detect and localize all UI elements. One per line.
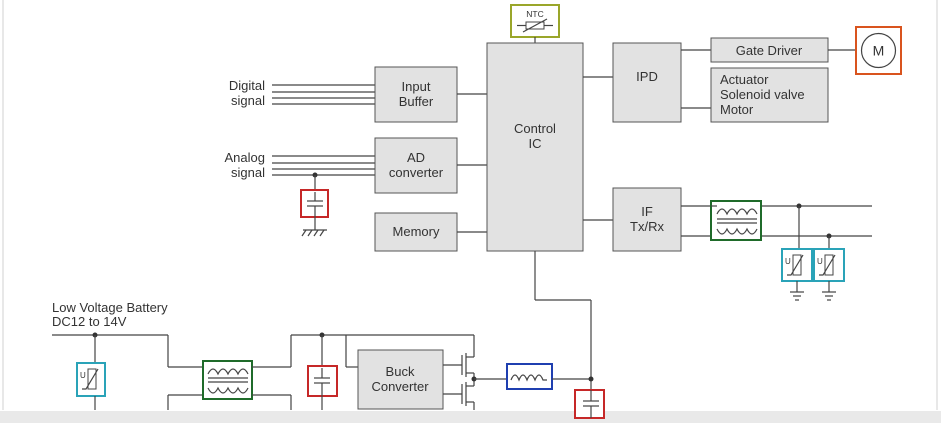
output-capacitor [574,389,605,419]
analog-signal-lines [272,155,375,176]
gate-driver-label: Gate Driver [736,43,803,58]
left-block-links [457,93,487,233]
ic-supply-line [534,251,594,390]
digital-signal-line1: Digital [229,78,265,93]
ad-converter-label-line1: AD [407,150,425,165]
battery-label: Low Voltage Battery DC12 to 14V [52,300,168,329]
bottom-band [0,411,941,423]
control-ic-label-line1: Control [514,121,556,136]
bus-common-mode-choke [710,200,762,241]
gate-driver-block [710,37,829,63]
analog-signal-label: Analog signal [225,150,266,180]
if-label-line2: Tx/Rx [630,219,664,234]
input-buffer-block [374,66,458,123]
bulk-capacitor [307,332,338,410]
analog-filter-capacitor [300,172,329,237]
power-common-mode-choke [202,360,253,400]
memory-block [374,212,458,252]
actuator-label-line2: Solenoid valve [720,87,805,102]
control-ic-block [486,42,584,252]
input-varistor: U [76,332,106,410]
output-inductor [506,363,553,390]
ipd-label: IPD [636,69,658,84]
actuator-label-line1: Actuator [720,72,769,87]
bus-varistor-1: U [781,203,813,301]
if-txrx-block [612,187,682,252]
analog-signal-line1: Analog [225,150,265,165]
buck-converter-label-line2: Converter [371,379,429,394]
ad-converter-label-line2: converter [389,165,444,180]
switching-transistors [346,334,507,410]
bus-varistor-2: U [813,233,845,301]
battery-label-line2: DC12 to 14V [52,314,127,329]
battery-label-line1: Low Voltage Battery [52,300,168,315]
svg-text:U: U [817,257,823,266]
actuator-label-line3: Motor [720,102,754,117]
input-buffer-label-line1: Input [402,79,431,94]
buck-converter-label-line1: Buck [386,364,415,379]
digital-signal-label: Digital signal [229,78,265,108]
svg-text:U: U [785,257,791,266]
motor-label: M [873,43,885,59]
input-buffer-label-line2: Buffer [399,94,434,109]
digital-signal-lines [272,84,375,105]
if-label-line1: IF [641,204,653,219]
digital-signal-line2: signal [231,93,265,108]
ad-converter-block [374,137,458,194]
buck-converter-block [357,349,444,410]
analog-signal-line2: signal [231,165,265,180]
ntc-thermistor: NTC [510,4,560,43]
memory-label: Memory [393,224,440,239]
motor-symbol: M [855,26,902,75]
ipd-block [612,42,682,123]
control-ic-label-line2: IC [529,136,542,151]
bus-lines [681,205,872,237]
actuator-block [710,67,829,123]
ntc-label: NTC [526,9,543,19]
svg-text:U: U [80,371,86,380]
